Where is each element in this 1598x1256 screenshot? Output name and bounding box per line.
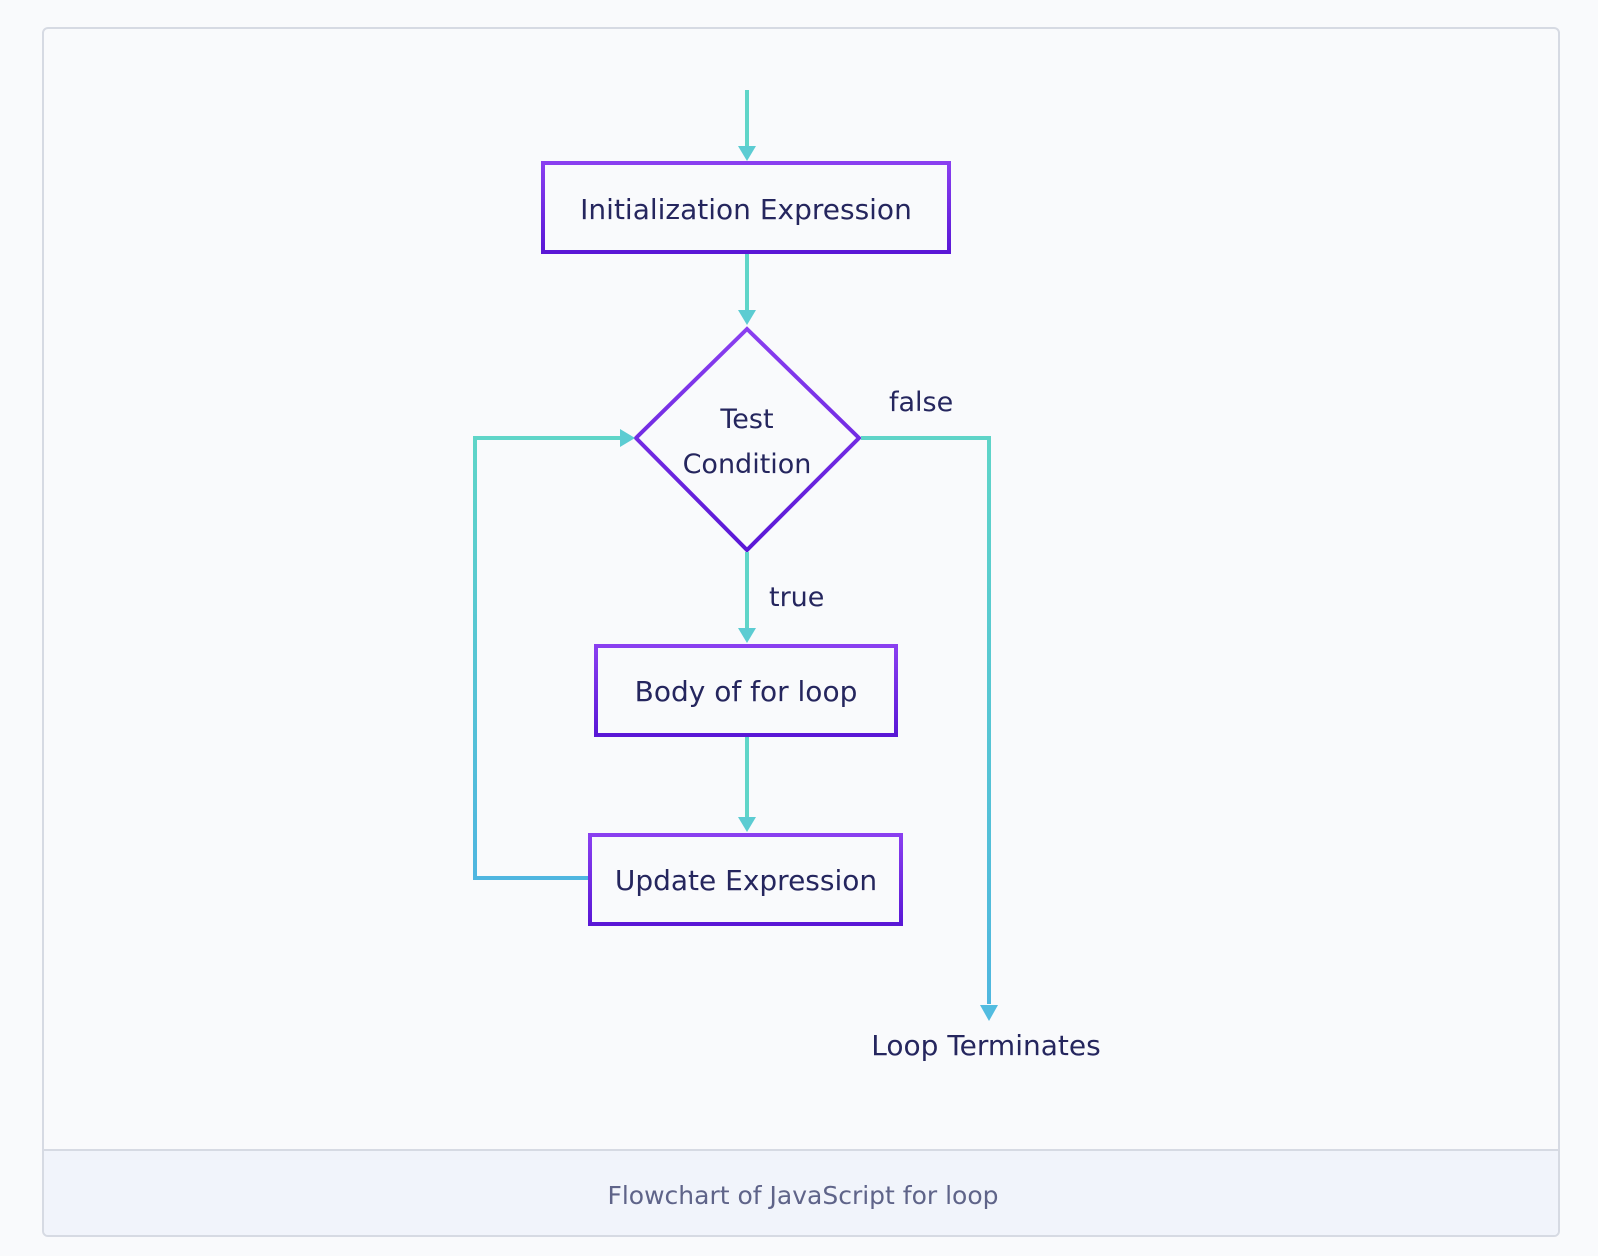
test-label-line2: Condition <box>683 449 812 480</box>
flowchart: Initialization Expression Test Condition… <box>473 90 1101 1062</box>
body-box <box>594 644 898 737</box>
update-label: Update Expression <box>615 864 877 897</box>
false-branch-line <box>861 436 991 1004</box>
loop-back-line <box>473 436 621 880</box>
false-label: false <box>889 387 953 418</box>
true-branch-arrowhead <box>738 628 756 643</box>
test-condition-diamond <box>633 326 862 553</box>
loop-back-arrowhead <box>620 429 635 447</box>
false-branch-arrowhead <box>980 1005 998 1021</box>
true-label: true <box>769 582 824 613</box>
loop-terminates-label: Loop Terminates <box>871 1029 1100 1062</box>
entry-arrowhead <box>738 146 756 161</box>
figure-caption: Flowchart of JavaScript for loop <box>607 1180 999 1210</box>
figure-card: Initialization Expression Test Condition… <box>42 27 1560 1237</box>
init-box <box>541 161 951 254</box>
caption-bar: Flowchart of JavaScript for loop <box>44 1149 1558 1235</box>
init-to-test-arrowhead <box>738 310 756 325</box>
body-label: Body of for loop <box>635 675 858 708</box>
init-label: Initialization Expression <box>580 193 912 226</box>
test-label-line1: Test <box>719 404 773 435</box>
update-box <box>588 833 903 926</box>
body-to-update-arrowhead <box>738 817 756 832</box>
